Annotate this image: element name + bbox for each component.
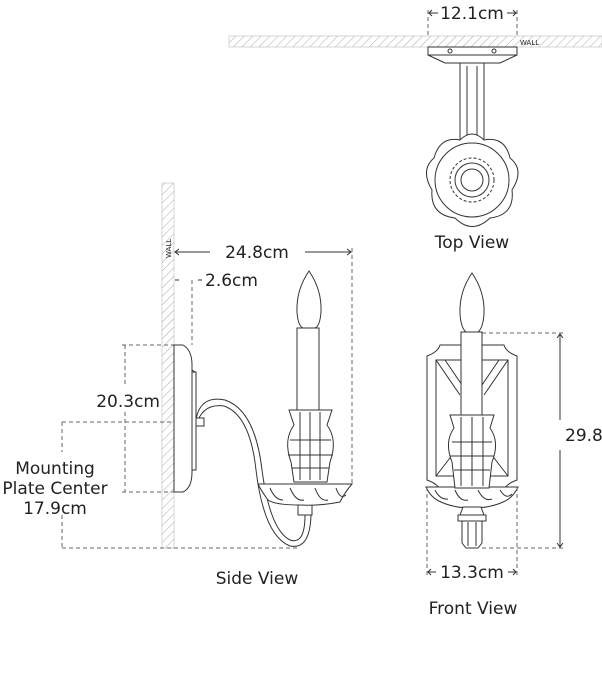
- dimension-top-width: 12.1cm: [428, 4, 517, 24]
- wall-label-side: WALL: [165, 239, 173, 258]
- side-view: WALL 24.8cm 2.6cm 20.3cm Mounting Pl: [2, 182, 354, 589]
- top-view: WALL 12.1cm Top View: [228, 4, 602, 253]
- mounting-label-line2: Plate Center: [2, 479, 107, 499]
- front-bobeche: [425, 486, 519, 509]
- front-view: 29.8cm 13.3cm Front View: [425, 272, 602, 619]
- wall-hatch-side: [161, 182, 175, 549]
- front-width-label: 13.3cm: [440, 563, 504, 583]
- side-candle: [296, 327, 320, 411]
- side-arm: [195, 398, 306, 542]
- side-view-caption: Side View: [216, 569, 299, 589]
- plate-depth-label: 2.6cm: [205, 271, 258, 291]
- side-backplate: [173, 344, 193, 493]
- dimension-plate-depth: 2.6cm: [175, 271, 258, 345]
- rosette: [449, 157, 495, 203]
- mounting-label-line1: Mounting: [15, 459, 95, 479]
- plate-height-label: 20.3cm: [96, 392, 160, 412]
- dimension-plate-height: 20.3cm: [96, 344, 174, 493]
- dimension-front-width: 13.3cm: [426, 487, 518, 583]
- top-view-caption: Top View: [434, 233, 510, 253]
- front-candle: [460, 331, 483, 416]
- dimension-side-depth: 24.8cm: [174, 243, 353, 485]
- side-bobeche: [257, 483, 354, 506]
- side-bulb: [296, 270, 322, 329]
- dimension-mounting-center: Mounting Plate Center 17.9cm: [2, 421, 300, 549]
- front-view-caption: Front View: [429, 599, 518, 619]
- dimension-front-height: 29.8cm: [482, 332, 602, 549]
- wall-hatch-top: [228, 35, 602, 48]
- top-width-label: 12.1cm: [440, 4, 504, 24]
- front-bulb: [459, 272, 485, 333]
- wall-label-top: WALL: [520, 39, 539, 47]
- side-depth-label: 24.8cm: [225, 243, 289, 263]
- mounting-center-value: 17.9cm: [23, 499, 87, 519]
- front-height-label: 29.8cm: [565, 426, 602, 446]
